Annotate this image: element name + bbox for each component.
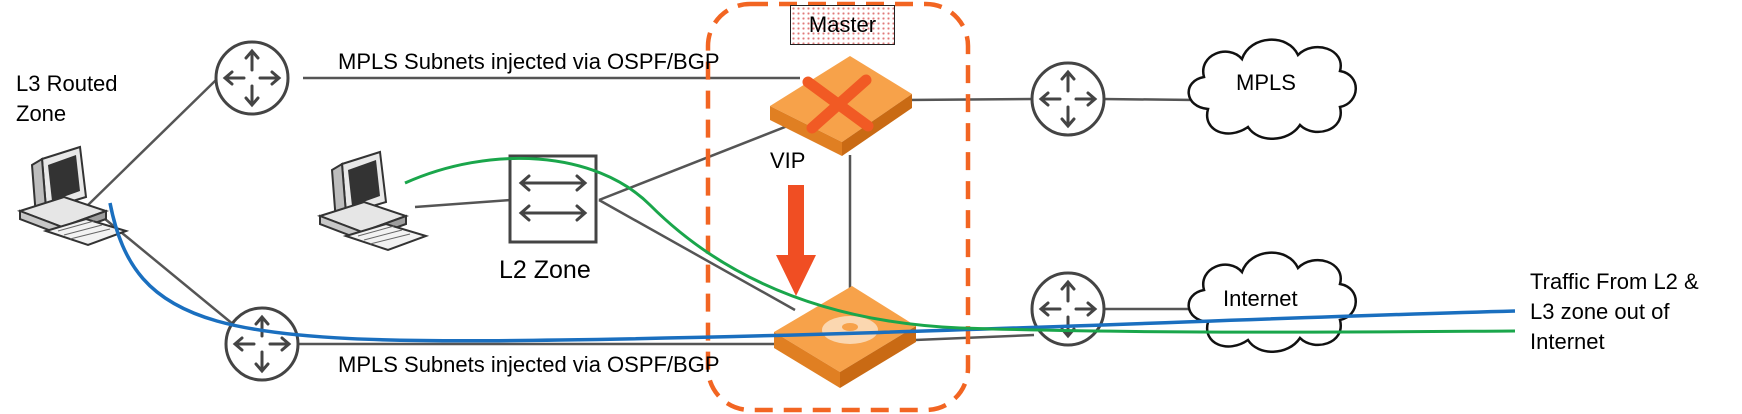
traffic-label-line1: Traffic From L2 & [1530, 269, 1699, 294]
router-icon [214, 40, 290, 116]
failover-arrow-icon [776, 185, 816, 296]
links [87, 76, 1197, 346]
mpls-subnets-bottom-label: MPLS Subnets injected via OSPF/BGP [338, 352, 720, 377]
l3-zone-label-line1: L3 Routed [16, 71, 118, 96]
vip-label: VIP [770, 148, 806, 173]
traffic-label-line2: L3 zone out of [1530, 299, 1670, 324]
ha-cluster-boundary [705, 1, 971, 413]
traffic-label-line3: Internet [1530, 329, 1605, 354]
router-icon [224, 306, 300, 382]
appliance-icon [770, 56, 912, 156]
router-icon [1030, 61, 1106, 137]
router-icon [1030, 271, 1106, 347]
computer-icon [319, 151, 427, 251]
mpls-subnets-top-label: MPLS Subnets injected via OSPF/BGP [338, 49, 720, 74]
l3-zone-label-line2: Zone [16, 101, 67, 126]
cloud-internet-label: Internet [1223, 286, 1298, 311]
l2-zone-label: L2 Zone [499, 256, 591, 284]
traffic-path-blue [108, 202, 1516, 343]
failed-x-icon [802, 74, 874, 134]
traffic-path-green [404, 156, 1516, 334]
master-label: Master [808, 12, 877, 37]
master-badge: Master [790, 5, 895, 45]
l2-switch-icon [508, 154, 598, 244]
cloud-mpls-label: MPLS [1236, 70, 1296, 95]
appliance-icon [774, 286, 916, 388]
computer-icon [19, 146, 127, 246]
